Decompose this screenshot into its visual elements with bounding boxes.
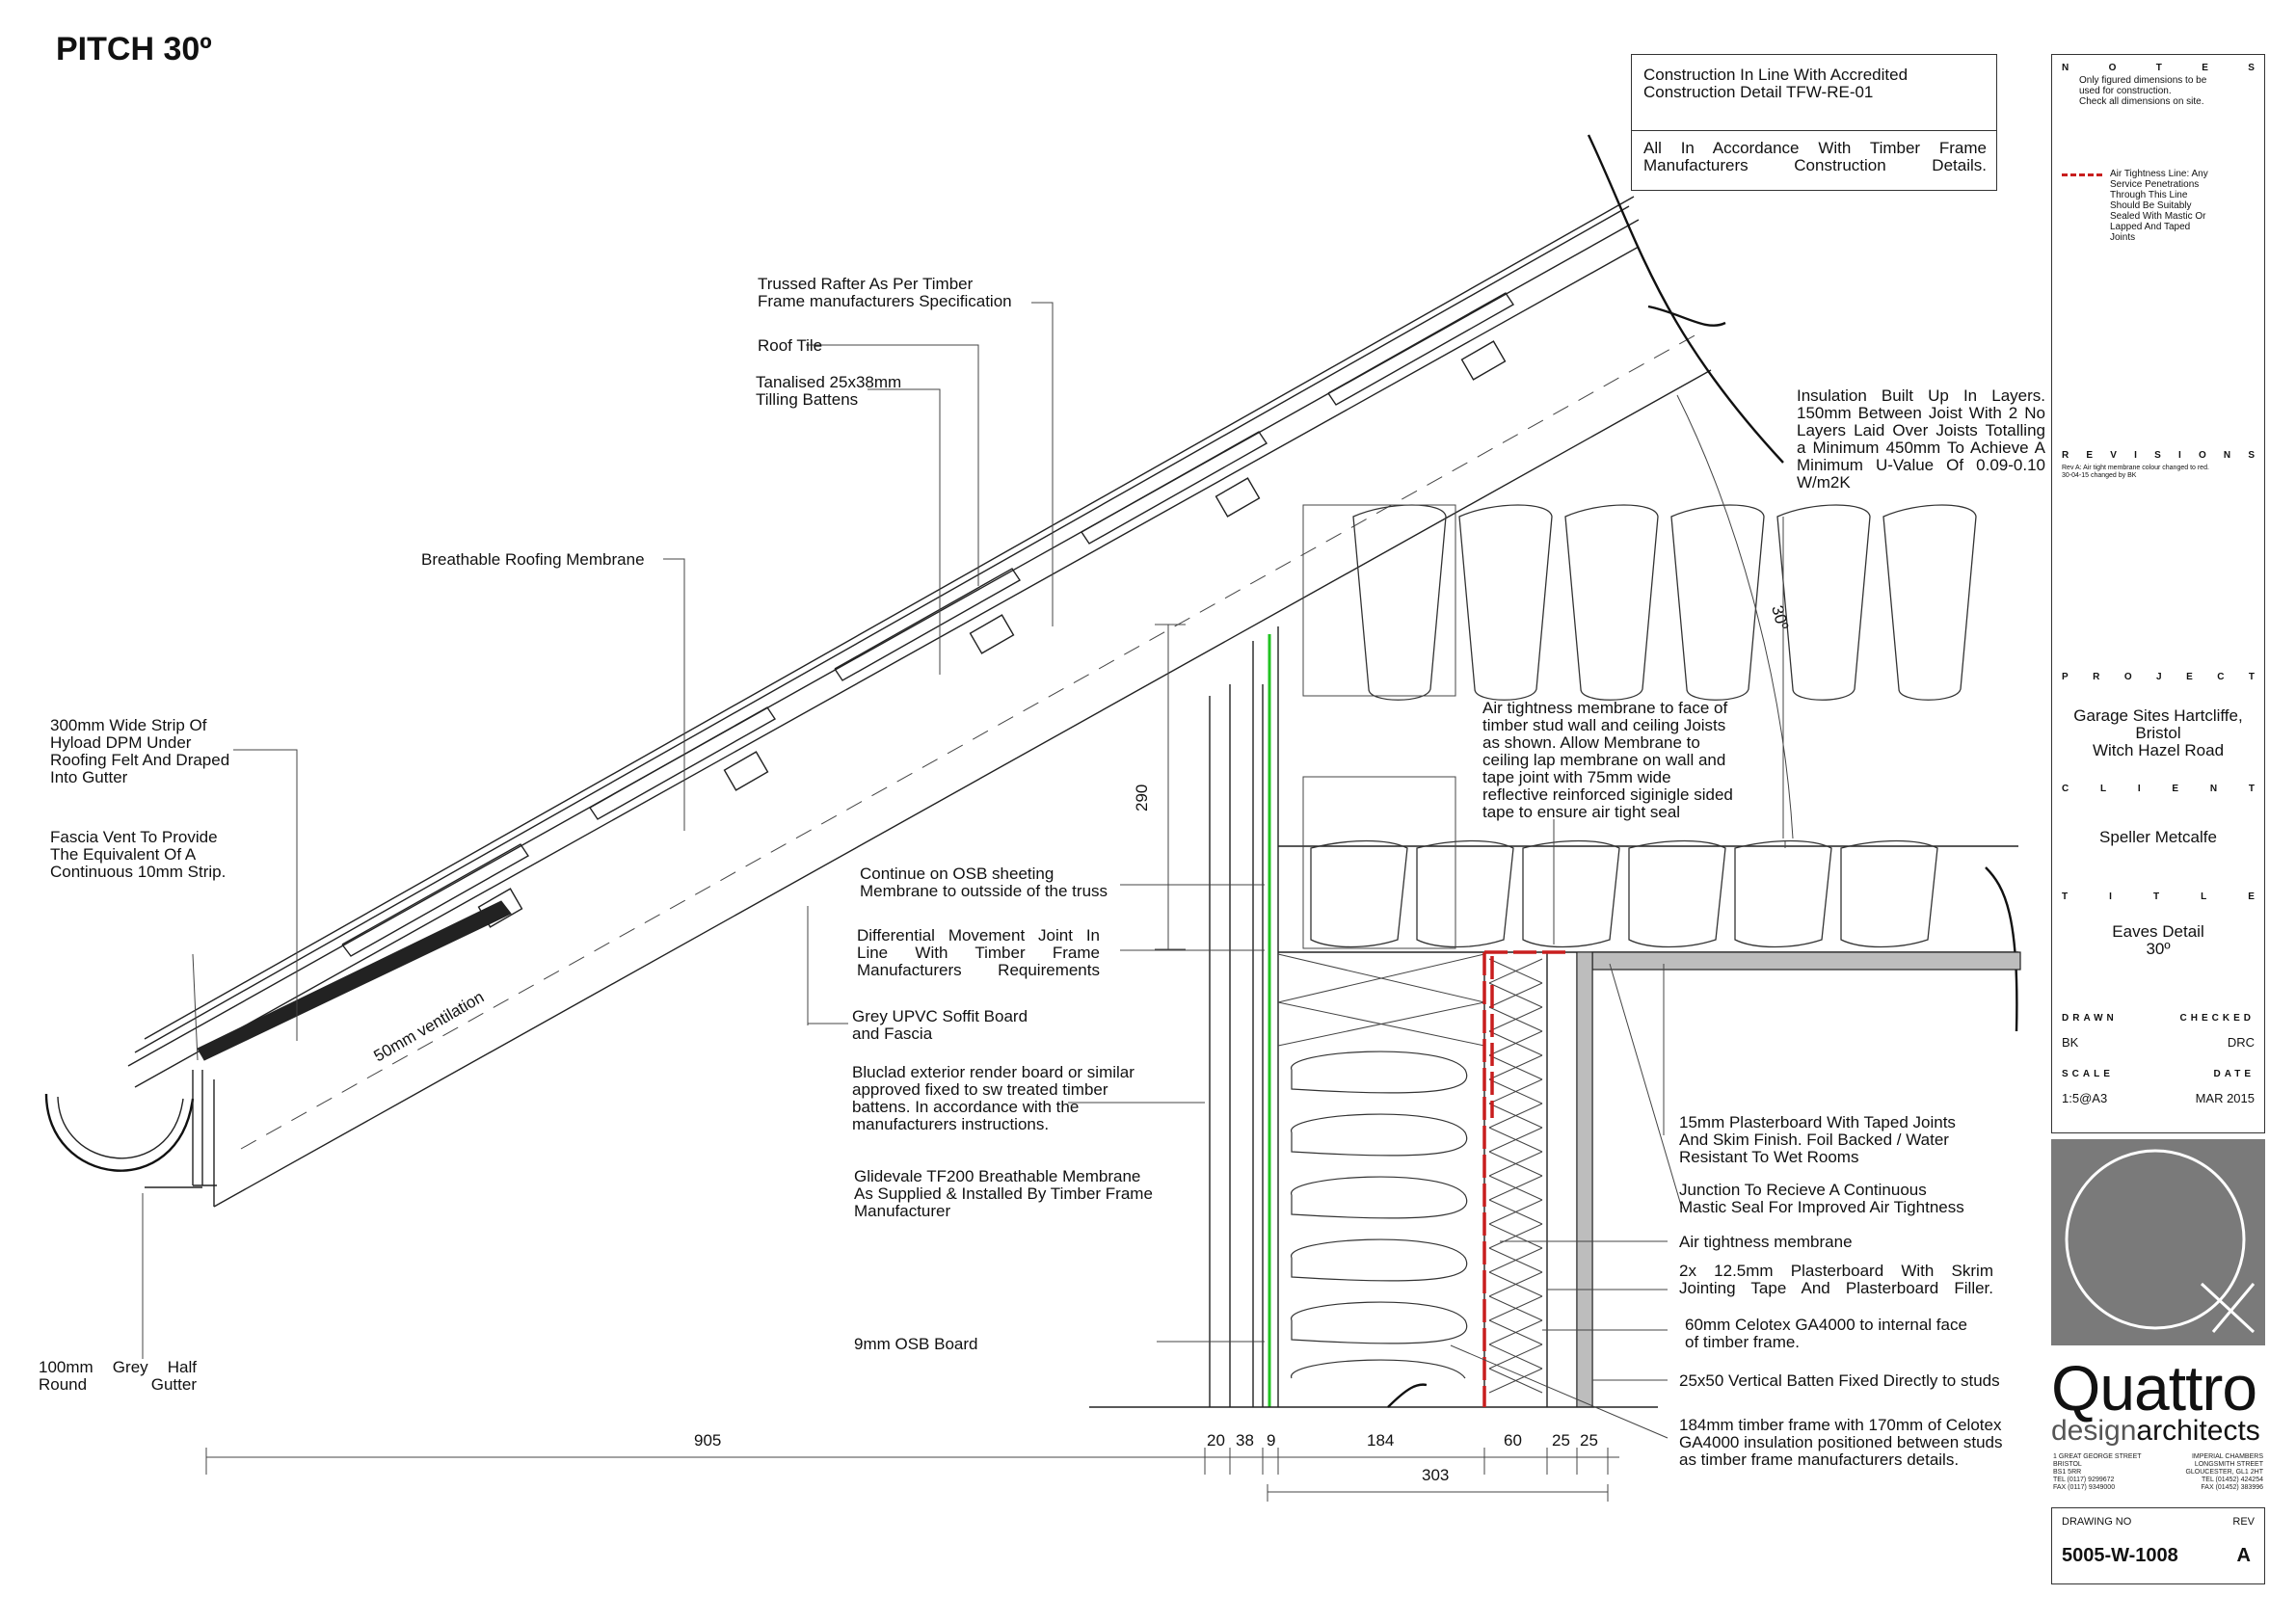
brand-name: Quattro: [2051, 1352, 2257, 1423]
label-glidevale: Glidevale TF200 Breathable Membrane As S…: [854, 1167, 1153, 1220]
label-insulation-layers: Insulation Built Up In Layers. 150mm Bet…: [1797, 386, 2045, 492]
label-celotex-60: 60mm Celotex GA4000 to internal face of …: [1685, 1316, 1967, 1351]
drawn-label: DRAWN: [2062, 1013, 2118, 1024]
ceiling-plasterboard: [1591, 951, 2021, 971]
air-tightness-membrane: [1482, 950, 1571, 1407]
drawing-number-box: DRAWING NO REV 5005-W-1008 A: [2051, 1507, 2265, 1584]
timber-frame-note-line: All In Accordance With Timber Frame Manu…: [1643, 139, 1987, 174]
label-trussed-rafter: Trussed Rafter As Per Timber Frame manuf…: [758, 275, 1012, 310]
label-batten-25x50: 25x50 Vertical Batten Fixed Directly to …: [1679, 1371, 2000, 1390]
notes-text: Only figured dimensions to be used for c…: [2079, 75, 2207, 107]
page-title: PITCH 30º: [56, 31, 212, 67]
label-plasterboard-2x: 2x 12.5mm Plasterboard With Skrim Jointi…: [1679, 1262, 1993, 1297]
label-osb-board: 9mm OSB Board: [854, 1335, 978, 1353]
dim-184: 184: [1367, 1431, 1394, 1450]
dim-905: 905: [694, 1431, 721, 1450]
label-junction: Junction To Recieve A Continuous Mastic …: [1679, 1181, 1964, 1216]
label-gutter: 100mm Grey Half Round Gutter: [39, 1358, 197, 1394]
note-divider: [1632, 130, 1996, 131]
dim-25b: 25: [1580, 1431, 1598, 1450]
quattro-logo: [2051, 1139, 2265, 1345]
brand-sub-architects: architects: [2136, 1415, 2260, 1447]
client-name: Speller Metcalfe: [2099, 828, 2217, 846]
label-osb-sheeting: Continue on OSB sheeting Membrane to out…: [860, 865, 1108, 900]
checked-label: CHECKED: [2179, 1013, 2255, 1024]
dim-60: 60: [1504, 1431, 1522, 1450]
air-tightness-key-text: Air Tightness Line: Any Service Penetrat…: [2110, 169, 2208, 243]
dim-9: 9: [1267, 1431, 1275, 1450]
scale-label: SCALE: [2062, 1069, 2114, 1079]
label-tiling-battens: Tanalised 25x38mm Tilling Battens: [756, 373, 902, 409]
revision-text: Rev A: Air tight membrane colour changed…: [2062, 465, 2209, 479]
angle-label: 30º: [1768, 603, 1792, 631]
accredited-detail-note: Construction In Line With Accredited Con…: [1631, 54, 1997, 191]
rev-label: REV: [2232, 1516, 2255, 1528]
break-line-right: [1985, 866, 2018, 1032]
dpm-strip: [197, 900, 512, 1061]
label-timber-frame-184: 184mm timber frame with 170mm of Celotex…: [1679, 1416, 2003, 1469]
dim-290: 290: [1133, 785, 1151, 812]
ventilation-label: 50mm ventilation: [371, 988, 488, 1066]
roof-tiles: [134, 196, 1635, 1053]
leader-lines: [142, 302, 1786, 1439]
drawing-no-label: DRAWING NO: [2062, 1516, 2132, 1528]
label-movement-joint: Differential Movement Joint In Line With…: [857, 926, 1100, 979]
break-line-curl: [1647, 305, 1726, 327]
label-dpm-strip: 300mm Wide Strip Of Hyload DPM Under Roo…: [50, 716, 230, 786]
accredited-detail-line: Construction In Line With Accredited Con…: [1643, 66, 1909, 101]
roof-rafter: [127, 219, 1712, 1208]
drawn-by: BK: [2062, 1035, 2079, 1050]
half-round-gutter: [44, 1070, 217, 1188]
scale-value: 1:5@A3: [2062, 1091, 2108, 1105]
address-gloucester: IMPERIAL CHAMBERS LONGSMITH STREET GLOUC…: [2185, 1453, 2263, 1491]
angle-arc: [1676, 394, 1794, 839]
project-name: Garage Sites Hartcliffe, Bristol Witch H…: [2073, 706, 2243, 759]
tiling-battens: [477, 340, 1507, 928]
brand-sub-design: design: [2051, 1415, 2137, 1447]
drawing-number: 5005-W-1008: [2062, 1545, 2178, 1566]
date-value: MAR 2015: [2195, 1091, 2255, 1105]
dim-303: 303: [1422, 1466, 1449, 1484]
label-render-board: Bluclad exterior render board or similar…: [852, 1063, 1135, 1133]
address-bristol: 1 GREAT GEORGE STREET BRISTOL BS1 5RR TE…: [2053, 1453, 2142, 1491]
dim-38: 38: [1236, 1431, 1254, 1450]
brand: Quattro designarchitects: [2051, 1352, 2265, 1447]
break-line-top: [1587, 134, 1784, 464]
label-breathable-membrane: Breathable Roofing Membrane: [421, 550, 645, 569]
air-tightness-key-line: [2062, 173, 2102, 176]
label-air-membrane-face: Air tightness membrane to face of timber…: [1482, 699, 1733, 821]
label-plasterboard-15: 15mm Plasterboard With Taped Joints And …: [1679, 1113, 1956, 1166]
date-label: DATE: [2213, 1069, 2255, 1079]
dim-20: 20: [1207, 1431, 1225, 1450]
drawing-title: Eaves Detail 30º: [2112, 922, 2204, 958]
label-air-membrane: Air tightness membrane: [1679, 1233, 1853, 1251]
quattro-q-icon: [2065, 1149, 2256, 1334]
dim-25a: 25: [1552, 1431, 1570, 1450]
revision-letter: A: [2236, 1545, 2251, 1566]
dimension-lines: [205, 624, 1619, 1502]
label-fascia-vent: Fascia Vent To Provide The Equivalent Of…: [50, 828, 227, 881]
label-soffit: Grey UPVC Soffit Board and Fascia: [852, 1007, 1028, 1043]
checked-by: DRC: [2227, 1035, 2255, 1050]
label-roof-tile: Roof Tile: [758, 336, 823, 355]
